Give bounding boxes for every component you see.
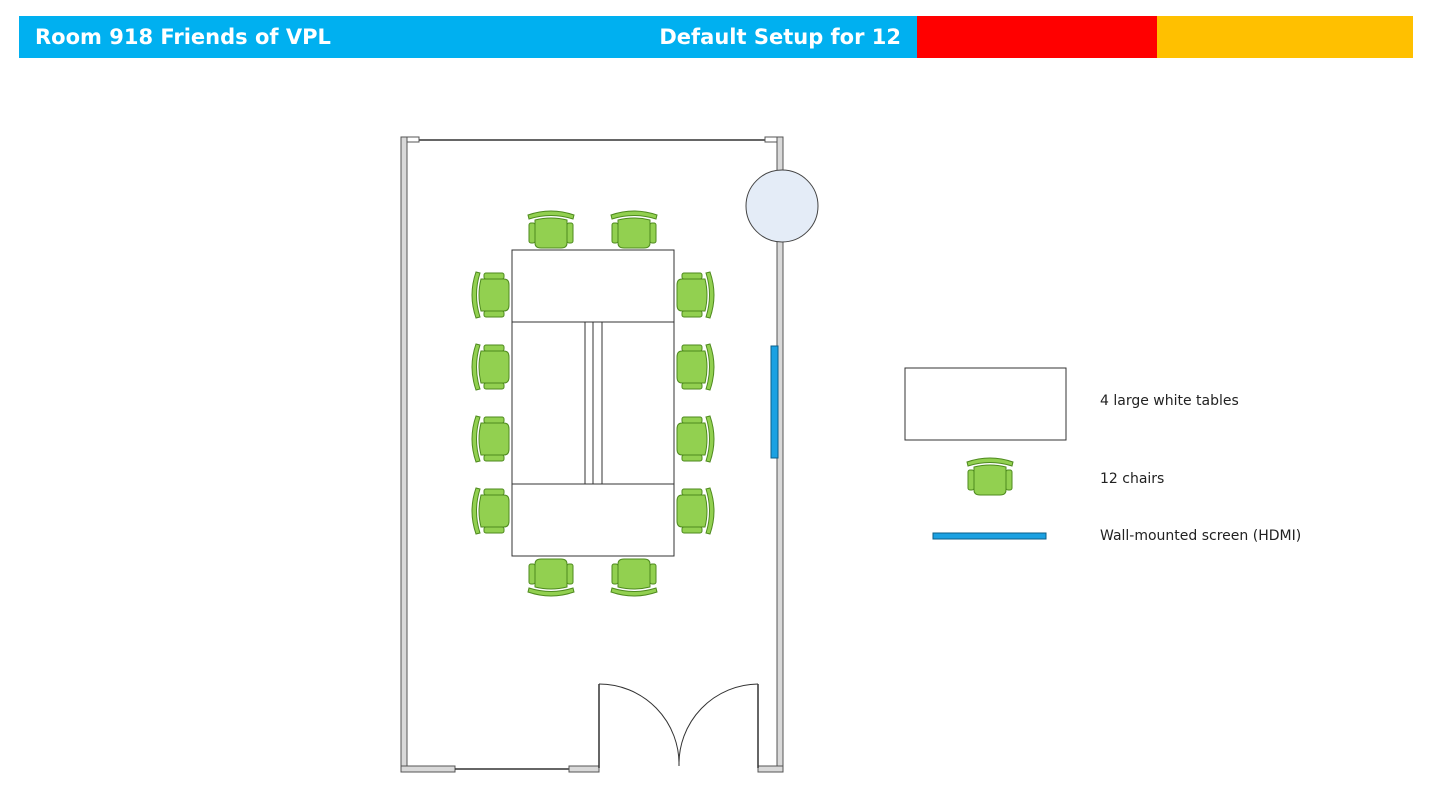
chair: [676, 271, 715, 319]
chair: [610, 558, 658, 597]
chair: [471, 487, 510, 535]
chair: [610, 210, 658, 249]
column: [745, 169, 819, 243]
table-bottom: [511, 483, 675, 557]
chair: [676, 487, 715, 535]
table-top: [511, 249, 675, 323]
chair: [676, 415, 715, 463]
room-walls: [400, 136, 784, 773]
header-blue-segment: Room 918 Friends of VPL Default Setup fo…: [19, 16, 917, 58]
chair: [676, 343, 715, 391]
header-red-segment: [917, 16, 1157, 58]
chair: [471, 271, 510, 319]
header-amber-segment: [1157, 16, 1413, 58]
wall-mounted-screen: [770, 345, 779, 459]
table-middle-right: [592, 321, 675, 485]
setup-title: Default Setup for 12: [659, 25, 901, 49]
chair: [471, 415, 510, 463]
legend-table-swatch: [904, 367, 1067, 441]
chair: [471, 343, 510, 391]
legend-chair-swatch: [966, 457, 1014, 496]
legend-tables-label: 4 large white tables: [1100, 393, 1239, 409]
door: [598, 683, 759, 768]
room-title: Room 918 Friends of VPL: [35, 25, 331, 49]
legend-screen-swatch: [932, 532, 1047, 540]
legend: [904, 367, 1067, 540]
chair: [527, 210, 575, 249]
table-middle-left: [511, 321, 594, 485]
legend-chairs-label: 12 chairs: [1100, 471, 1165, 487]
conference-tables: [511, 249, 675, 557]
header-bar: Room 918 Friends of VPL Default Setup fo…: [19, 16, 1413, 58]
chair: [527, 558, 575, 597]
legend-screen-label: Wall-mounted screen (HDMI): [1100, 528, 1302, 544]
